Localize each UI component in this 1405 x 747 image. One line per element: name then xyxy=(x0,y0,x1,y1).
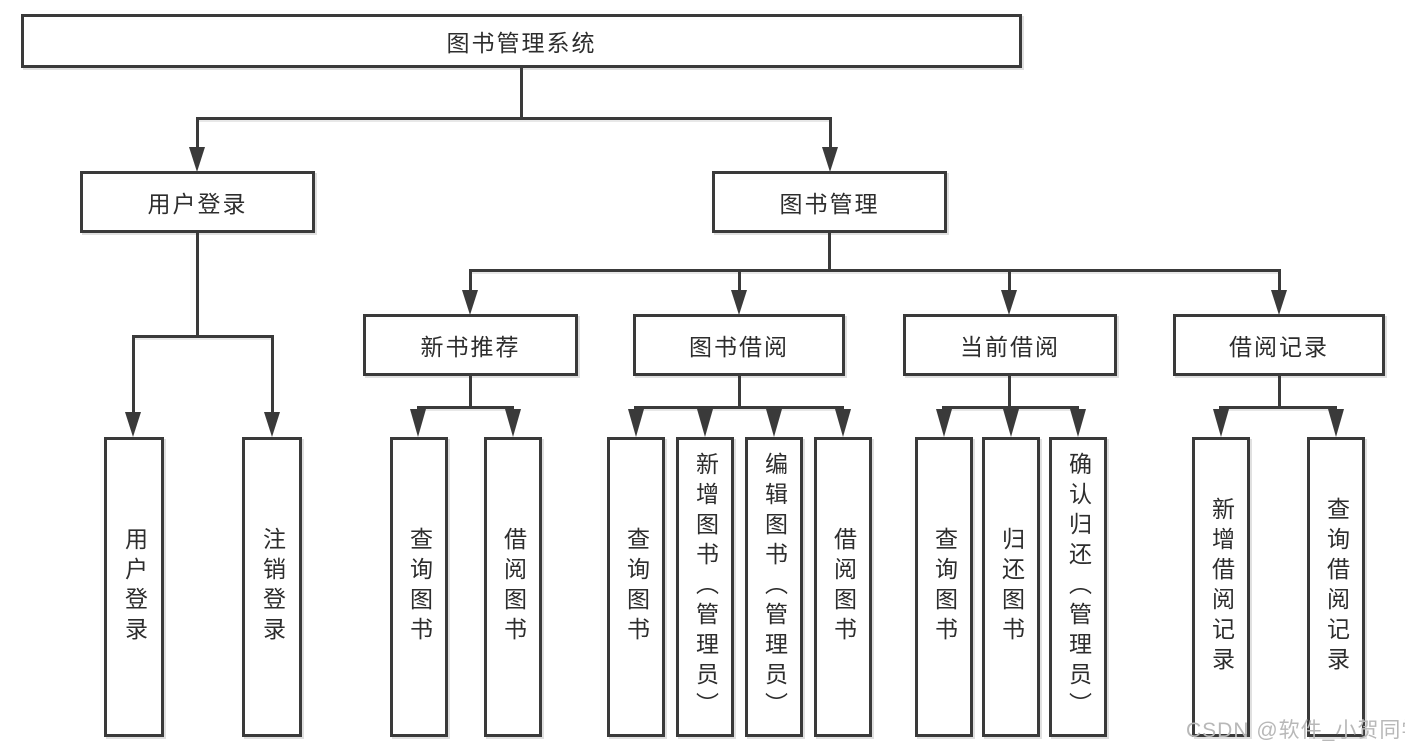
arrow-to-borrow-query xyxy=(628,409,644,437)
leaf-current-query: 查询图书 xyxy=(915,437,973,737)
leaf-borrow-add-label: 新增图书（管理员） xyxy=(692,452,719,722)
leaf-current-return-label: 归还图书 xyxy=(998,527,1025,647)
connector-bookborrow-vline xyxy=(738,376,741,409)
connector-root-vline xyxy=(520,68,523,120)
arrow-to-records-add xyxy=(1213,409,1229,437)
leaf-records-add-label: 新增借阅记录 xyxy=(1208,497,1235,677)
arrow-to-borrow-records xyxy=(1271,290,1287,315)
connector-currentborrow-hline xyxy=(942,406,1079,409)
arrow-to-book-mgmt xyxy=(822,147,838,172)
connector-userlogin-stub-left xyxy=(132,335,135,414)
arrow-to-current-query xyxy=(936,409,952,437)
leaf-newbooks-query: 查询图书 xyxy=(390,437,448,737)
leaf-records-query-label: 查询借阅记录 xyxy=(1323,497,1350,677)
node-user-login-label: 用户登录 xyxy=(147,191,248,217)
arrow-to-leaf-logout xyxy=(264,412,280,437)
connector-currentborrow-vline xyxy=(1008,376,1011,409)
leaf-borrow-add: 新增图书（管理员） xyxy=(676,437,734,737)
leaf-records-add: 新增借阅记录 xyxy=(1192,437,1250,737)
leaf-current-confirm-label: 确认归还（管理员） xyxy=(1065,452,1092,722)
leaf-newbooks-query-label: 查询图书 xyxy=(406,527,433,647)
connector-bookborrow-hline xyxy=(634,406,844,409)
leaf-borrow-query: 查询图书 xyxy=(607,437,665,737)
connector-borrowrecords-vline xyxy=(1278,376,1281,409)
arrow-to-borrow-edit xyxy=(766,409,782,437)
arrow-to-current-confirm xyxy=(1070,409,1086,437)
leaf-borrow-edit-label: 编辑图书（管理员） xyxy=(761,452,788,722)
arrow-to-book-borrow xyxy=(731,290,747,315)
arrow-to-borrow-borrow xyxy=(835,409,851,437)
connector-userlogin-stub-right xyxy=(271,335,274,414)
leaf-current-confirm: 确认归还（管理员） xyxy=(1049,437,1107,737)
arrow-to-current-return xyxy=(1003,409,1019,437)
connector-root-stub-right xyxy=(829,117,832,150)
node-root: 图书管理系统 xyxy=(21,14,1022,68)
arrow-to-newbooks-query xyxy=(410,409,426,437)
node-current-borrow: 当前借阅 xyxy=(903,314,1117,376)
arrow-to-borrow-add xyxy=(697,409,713,437)
leaf-borrow-edit: 编辑图书（管理员） xyxy=(745,437,803,737)
connector-newbooks-hline xyxy=(417,406,514,409)
node-book-borrow: 图书借阅 xyxy=(633,314,845,376)
leaf-newbooks-borrow-label: 借阅图书 xyxy=(500,527,527,647)
connector-bookmgmt-stub-1 xyxy=(469,269,472,293)
arrow-to-leaf-login xyxy=(125,412,141,437)
connector-userlogin-hline xyxy=(132,335,274,338)
arrow-to-records-query xyxy=(1328,409,1344,437)
arrow-to-user-login xyxy=(189,147,205,172)
node-root-label: 图书管理系统 xyxy=(446,30,597,56)
arrow-to-newbooks-borrow xyxy=(505,409,521,437)
leaf-logout-label: 注销登录 xyxy=(259,527,286,647)
node-book-borrow-label: 图书借阅 xyxy=(689,334,789,360)
connector-userlogin-vline xyxy=(196,233,199,338)
node-book-mgmt-label: 图书管理 xyxy=(779,191,880,217)
leaf-current-return: 归还图书 xyxy=(982,437,1040,737)
csdn-watermark: CSDN @软件_小贺同学 xyxy=(1186,719,1405,742)
connector-bookmgmt-stub-2 xyxy=(738,269,741,293)
node-user-login: 用户登录 xyxy=(80,171,315,233)
leaf-borrow-borrow: 借阅图书 xyxy=(814,437,872,737)
connector-bookmgmt-vline xyxy=(828,233,831,272)
connector-root-hline xyxy=(196,117,832,120)
leaf-newbooks-borrow: 借阅图书 xyxy=(484,437,542,737)
node-book-mgmt: 图书管理 xyxy=(712,171,947,233)
leaf-user-login: 用户登录 xyxy=(104,437,164,737)
node-borrow-records-label: 借阅记录 xyxy=(1229,334,1329,360)
leaf-borrow-borrow-label: 借阅图书 xyxy=(830,527,857,647)
node-new-books-label: 新书推荐 xyxy=(420,334,521,360)
connector-borrowrecords-hline xyxy=(1219,406,1337,409)
connector-newbooks-vline xyxy=(469,376,472,409)
arrow-to-new-books xyxy=(462,290,478,315)
node-new-books: 新书推荐 xyxy=(363,314,578,376)
leaf-current-query-label: 查询图书 xyxy=(931,527,958,647)
node-current-borrow-label: 当前借阅 xyxy=(960,334,1060,360)
connector-root-stub-left xyxy=(196,117,199,150)
leaf-records-query: 查询借阅记录 xyxy=(1307,437,1365,737)
connector-bookmgmt-hline xyxy=(469,269,1281,272)
arrow-to-current-borrow xyxy=(1001,290,1017,315)
leaf-borrow-query-label: 查询图书 xyxy=(623,527,650,647)
leaf-logout: 注销登录 xyxy=(242,437,302,737)
connector-bookmgmt-stub-3 xyxy=(1008,269,1011,293)
node-borrow-records: 借阅记录 xyxy=(1173,314,1385,376)
leaf-user-login-label: 用户登录 xyxy=(121,527,148,647)
connector-bookmgmt-stub-4 xyxy=(1278,269,1281,293)
